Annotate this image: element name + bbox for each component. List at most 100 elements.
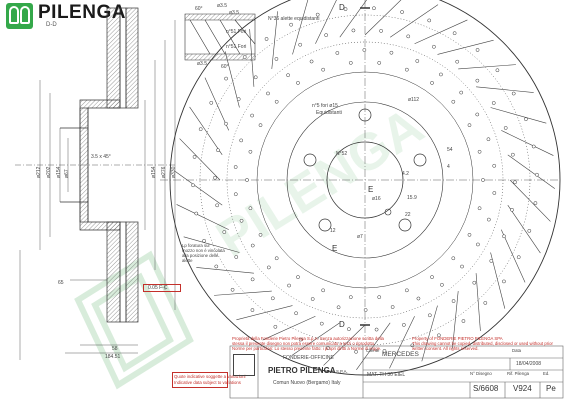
watermark-text: PILENGA — [207, 97, 434, 269]
drill-hole — [213, 175, 217, 180]
drill-hole — [266, 265, 271, 270]
slot-count-label: n°51 Fori — [226, 29, 247, 35]
drill-hole — [286, 73, 290, 78]
view-marker: E — [368, 185, 374, 194]
view-marker: D — [339, 320, 345, 329]
vane-line — [414, 19, 468, 45]
drill-hole — [216, 148, 220, 153]
date-value: 18/04/2008 — [516, 361, 542, 367]
pilenga-logo-icon — [6, 3, 33, 29]
drill-hole — [467, 123, 472, 128]
vane-line — [236, 305, 293, 321]
drill-hole — [266, 91, 270, 96]
drill-hole — [253, 75, 258, 80]
drill-hole — [236, 97, 241, 101]
drill-hole — [492, 163, 497, 168]
drill-hole — [439, 72, 443, 77]
variation-note-frame — [172, 372, 228, 388]
drill-hole — [495, 68, 500, 73]
date-label: Data — [512, 348, 522, 353]
vane-line — [452, 291, 459, 349]
drill-hole — [531, 144, 536, 149]
notice-it: Proprietà della Fonderie Pietro Pilenga … — [232, 336, 384, 341]
drill-hole — [510, 207, 514, 212]
drill-hole — [274, 57, 279, 61]
drill-hole — [455, 59, 460, 64]
drill-hole — [191, 183, 195, 188]
vane-line — [323, 324, 366, 366]
vane-line — [196, 267, 254, 274]
notice-en: This drawing cannot be copied, distribut… — [412, 341, 553, 346]
dim-label: 22 — [405, 212, 411, 218]
drill-hole — [319, 321, 324, 326]
drill-hole — [460, 264, 464, 269]
vane-line — [179, 138, 221, 181]
angle-label: N°52 — [336, 151, 348, 157]
drill-hole — [483, 301, 488, 305]
drill-hole — [354, 349, 358, 354]
material-value: MAT. TH 30 EIEL — [367, 372, 406, 378]
drill-hole — [502, 279, 506, 284]
title-block-frame — [229, 345, 564, 399]
rev-label: Ed. — [543, 371, 550, 376]
equidistant-sub-label: Equidistanti — [316, 110, 342, 116]
vane-line — [507, 154, 555, 189]
drill-hole — [222, 230, 227, 234]
drill-hole — [248, 149, 253, 154]
vane-line — [291, 322, 340, 356]
drill-hole — [351, 28, 356, 33]
drill-hole — [362, 48, 367, 52]
disc-cross-section — [15, 7, 176, 360]
drill-hole — [315, 12, 320, 17]
drill-hole — [477, 206, 482, 211]
diameter-dim: ø212 — [36, 166, 42, 178]
drill-hole — [242, 55, 247, 59]
vane-line — [509, 179, 551, 222]
drill-hole — [535, 172, 539, 177]
drill-hole — [406, 34, 411, 39]
vane-line — [356, 322, 391, 370]
drill-hole — [348, 295, 353, 299]
drill-hole — [402, 323, 406, 327]
drill-hole — [486, 137, 491, 142]
drill-hole — [202, 238, 206, 243]
drill-hole — [289, 22, 293, 27]
drill-hole — [363, 308, 368, 312]
drill-hole — [452, 31, 457, 36]
drill-hole — [273, 324, 278, 329]
section-angle-label: 60° — [195, 6, 203, 12]
drill-hole — [250, 277, 255, 282]
drill-hole — [248, 206, 253, 211]
drill-hole — [437, 333, 441, 338]
drill-hole — [382, 349, 387, 353]
vane-line — [292, 0, 309, 55]
pcd-label: ø112 — [408, 97, 420, 103]
drill-hole — [472, 280, 477, 285]
drill-note: alla posizione delle — [182, 253, 219, 258]
vane-line — [490, 252, 506, 309]
flatness-frame — [143, 284, 181, 292]
diameter-dim: ø154 — [151, 166, 157, 178]
drill-hole — [233, 192, 238, 197]
ref-no-label: Rif. Pilenga — [507, 371, 529, 376]
hole-dia-label: ø3.5 — [217, 3, 228, 9]
drill-hole — [250, 308, 255, 312]
dim-label: 54 — [447, 147, 453, 153]
vane-line — [175, 171, 223, 206]
drill-hole — [390, 305, 395, 309]
vane-line — [475, 273, 481, 331]
drill-hole — [461, 319, 466, 323]
variation-note: Quote indicative soggette a variazioni — [174, 374, 246, 379]
drill-hole — [492, 191, 497, 195]
dim-label: 58 — [112, 346, 118, 352]
drill-hole — [510, 152, 515, 157]
drill-hole — [503, 126, 508, 130]
notice-it: Norme per particolari: Lo stesso present… — [232, 346, 382, 351]
vane-line — [189, 106, 223, 155]
vane-line — [490, 107, 547, 124]
view-marker: D — [339, 3, 345, 12]
drill-hole — [489, 259, 494, 263]
diameter-dim: ø202 — [46, 166, 52, 178]
drill-hole — [427, 313, 432, 318]
